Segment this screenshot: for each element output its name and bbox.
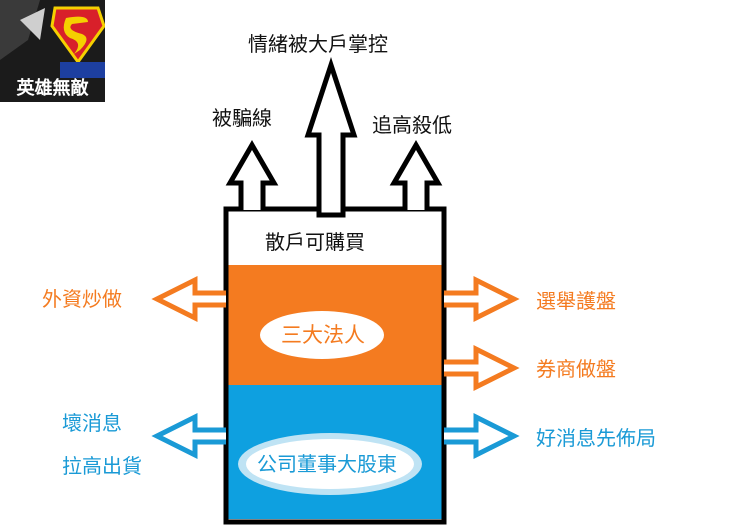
arrow-right-blue bbox=[444, 412, 520, 460]
middle-ellipse bbox=[260, 311, 384, 359]
right-orange-label-2: 券商做盤 bbox=[536, 357, 616, 381]
institutional-label: 三大法人 bbox=[281, 323, 365, 347]
up-arrow-center bbox=[304, 56, 358, 218]
right-blue-label: 好消息先佈局 bbox=[536, 426, 656, 450]
superman-logo: 英雄無敵 bbox=[0, 0, 105, 102]
left-blue-label-1: 壞消息 bbox=[62, 411, 122, 435]
arrow-right-orange-2 bbox=[444, 344, 520, 392]
arrow-right-orange-1 bbox=[444, 275, 520, 323]
retail-label: 散戶可購買 bbox=[265, 230, 365, 254]
top-right-label: 追高殺低 bbox=[372, 113, 452, 137]
left-blue-label-2: 拉高出貨 bbox=[62, 454, 142, 478]
top-left-label: 被騙線 bbox=[212, 106, 272, 130]
left-orange-label: 外資炒做 bbox=[42, 287, 122, 311]
right-orange-label-1: 選舉護盤 bbox=[536, 289, 616, 313]
up-arrow-left bbox=[225, 140, 279, 210]
up-arrow-right bbox=[389, 140, 443, 210]
arrow-left-blue bbox=[151, 412, 226, 460]
logo-text: 英雄無敵 bbox=[16, 78, 89, 99]
bottom-ellipse-inner bbox=[246, 439, 414, 489]
top-center-label: 情緒被大戶掌控 bbox=[248, 32, 388, 56]
superman-emblem-icon bbox=[0, 0, 105, 102]
arrow-left-orange bbox=[151, 275, 226, 323]
insiders-label: 公司董事大股東 bbox=[257, 452, 397, 476]
